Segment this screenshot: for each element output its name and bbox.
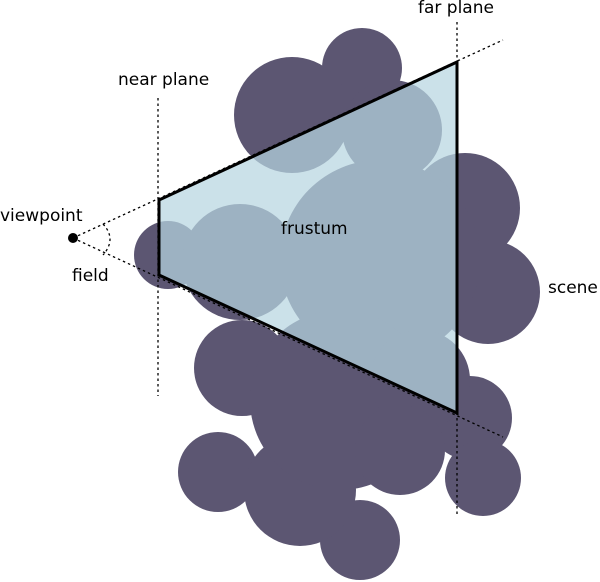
field-angle-arc xyxy=(102,223,111,256)
scene-label: scene xyxy=(548,278,598,298)
viewpoint-label: viewpoint xyxy=(0,206,83,226)
field-label: field xyxy=(72,266,109,286)
viewpoint-dot xyxy=(68,233,78,243)
view-ray-lower xyxy=(72,237,504,438)
near-plane-label: near plane xyxy=(118,70,210,90)
far-plane-label: far plane xyxy=(418,0,494,18)
frustum-shape xyxy=(157,59,459,416)
frustum-label: frustum xyxy=(281,219,348,239)
